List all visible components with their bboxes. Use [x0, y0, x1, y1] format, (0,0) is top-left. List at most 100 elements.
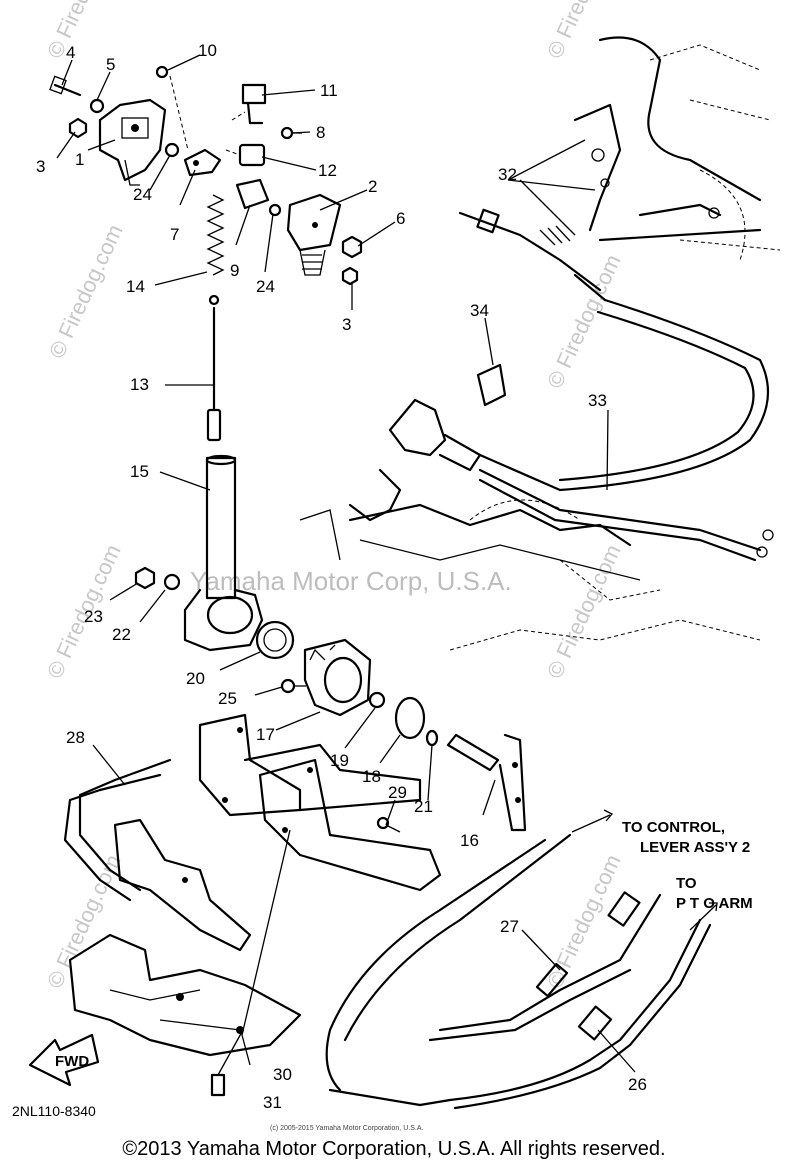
part-34-clip: [476, 363, 507, 407]
callout-29: 29: [388, 783, 407, 802]
callout-8: 8: [316, 123, 325, 142]
part-25-bolt: [280, 678, 306, 694]
part-14-spring: [206, 194, 225, 276]
callout-34: 34: [470, 301, 489, 320]
part-28-handle: [63, 758, 172, 902]
callout-7: 7: [170, 225, 179, 244]
watermark-yamaha: Yamaha Motor Corp, U.S.A.: [190, 566, 512, 596]
callout-28: 28: [66, 728, 85, 747]
part-18-knob: [394, 696, 426, 740]
callout-12: 12: [318, 161, 337, 180]
callout-31: 31: [263, 1093, 282, 1112]
callout-16: 16: [460, 831, 479, 850]
leader-lines: [56, 54, 636, 1073]
bracket-left: [113, 818, 252, 952]
part-26-cable: [328, 918, 712, 1110]
part-16-lever: [446, 733, 527, 832]
callout-3b: 3: [342, 315, 351, 334]
part-1-housing: [98, 98, 167, 186]
callout-2: 2: [368, 177, 377, 196]
part-9-collar: [235, 178, 270, 210]
part-7-lever: [183, 148, 222, 177]
fwd-arrow-icon: FWD: [28, 1033, 100, 1087]
small-print: (c) 2005-2015 Yamaha Motor Corporation, …: [270, 1125, 423, 1132]
callout-1: 1: [75, 150, 84, 169]
callout-22: 22: [112, 625, 131, 644]
part-29-bolt: [376, 816, 401, 833]
part-12-bush: [238, 143, 266, 167]
part-19-washer: [368, 691, 386, 709]
part-3b-nut: [341, 266, 359, 286]
watermark-firedog: © Firedog.com: [542, 541, 626, 683]
watermark-firedog: © Firedog.com: [542, 851, 626, 993]
callout-14: 14: [126, 277, 145, 296]
part-14-ball: [208, 294, 220, 306]
diagram-code: 2NL110-8340: [12, 1103, 96, 1119]
callout-26: 26: [628, 1075, 647, 1094]
callout-18: 18: [362, 767, 381, 786]
callout-23: 23: [84, 607, 103, 626]
part-32-cable: [458, 208, 607, 302]
arrow-to-pto: [689, 902, 718, 931]
bracket-upper: [198, 713, 422, 817]
note-to-control-line1: TO CONTROL,: [622, 819, 725, 836]
watermark-firedog: © Firedog.com: [542, 251, 626, 393]
part-20-seal: [255, 620, 295, 660]
engine-outline: [299, 468, 761, 651]
throttle-grip: [388, 398, 482, 472]
callout-labels: 4 5 10 11 8 12 2 6 3 1 24 7 9 24 3 14 13…: [36, 41, 647, 1112]
part-13-rod: [206, 306, 222, 442]
callout-32: 32: [498, 165, 517, 184]
bracket-lower: [258, 758, 442, 892]
part-21-oring: [425, 729, 439, 747]
callout-10: 10: [198, 41, 217, 60]
part-10-clip: [155, 65, 169, 79]
callout-3: 3: [36, 157, 45, 176]
part-24b-washer: [268, 203, 282, 217]
hull-outline: [573, 36, 781, 261]
part-3-nut: [68, 117, 88, 139]
callout-15: 15: [130, 462, 149, 481]
destination-notes: TO CONTROL, LEVER ASS'Y 2 TO P T O ARM: [622, 819, 753, 912]
note-to-pto-line2: P T O ARM: [676, 895, 753, 912]
callout-6: 6: [396, 209, 405, 228]
callout-11: 11: [320, 81, 338, 100]
note-to-control-line2: LEVER ASS'Y 2: [640, 839, 750, 856]
callout-19: 19: [330, 751, 349, 770]
callout-17: 17: [256, 725, 275, 744]
callout-27: 27: [500, 917, 519, 936]
part-24-washer: [164, 142, 180, 158]
callout-20: 20: [186, 669, 205, 688]
part-2-bracket: [286, 193, 342, 276]
callout-30: 30: [273, 1065, 292, 1084]
callout-21: 21: [414, 797, 433, 816]
fwd-label: FWD: [55, 1053, 89, 1070]
watermark-firedog: © Firedog.com: [42, 0, 126, 62]
watermark-firedog: © Firedog.com: [44, 221, 128, 363]
part-22-washer: [163, 573, 181, 591]
watermark-firedog: © Firedog.com: [542, 0, 626, 62]
callout-24: 24: [133, 185, 152, 204]
part-30-cover: [68, 933, 302, 1057]
callout-24b: 24: [256, 277, 275, 296]
callout-4: 4: [66, 43, 75, 62]
callout-5: 5: [106, 55, 115, 74]
callout-9: 9: [230, 261, 239, 280]
part-33-cable: [478, 298, 774, 562]
part-11-cap: [241, 83, 267, 125]
copyright-footer: ©2013 Yamaha Motor Corporation, U.S.A. A…: [122, 1138, 666, 1160]
part-15-column: [183, 454, 264, 652]
arrow-to-control: [571, 809, 614, 833]
part-31-screw: [210, 1073, 226, 1097]
part-17-housing: [303, 638, 372, 717]
part-5-washer: [89, 98, 105, 114]
part-4-bolt: [49, 75, 82, 97]
callout-25: 25: [218, 689, 237, 708]
part-27-cable: [325, 833, 662, 1092]
part-23-nut: [134, 566, 156, 590]
callout-13: 13: [130, 375, 149, 394]
part-6-nut: [341, 235, 363, 259]
note-to-pto-line1: TO: [676, 875, 697, 892]
callout-33: 33: [588, 391, 607, 410]
